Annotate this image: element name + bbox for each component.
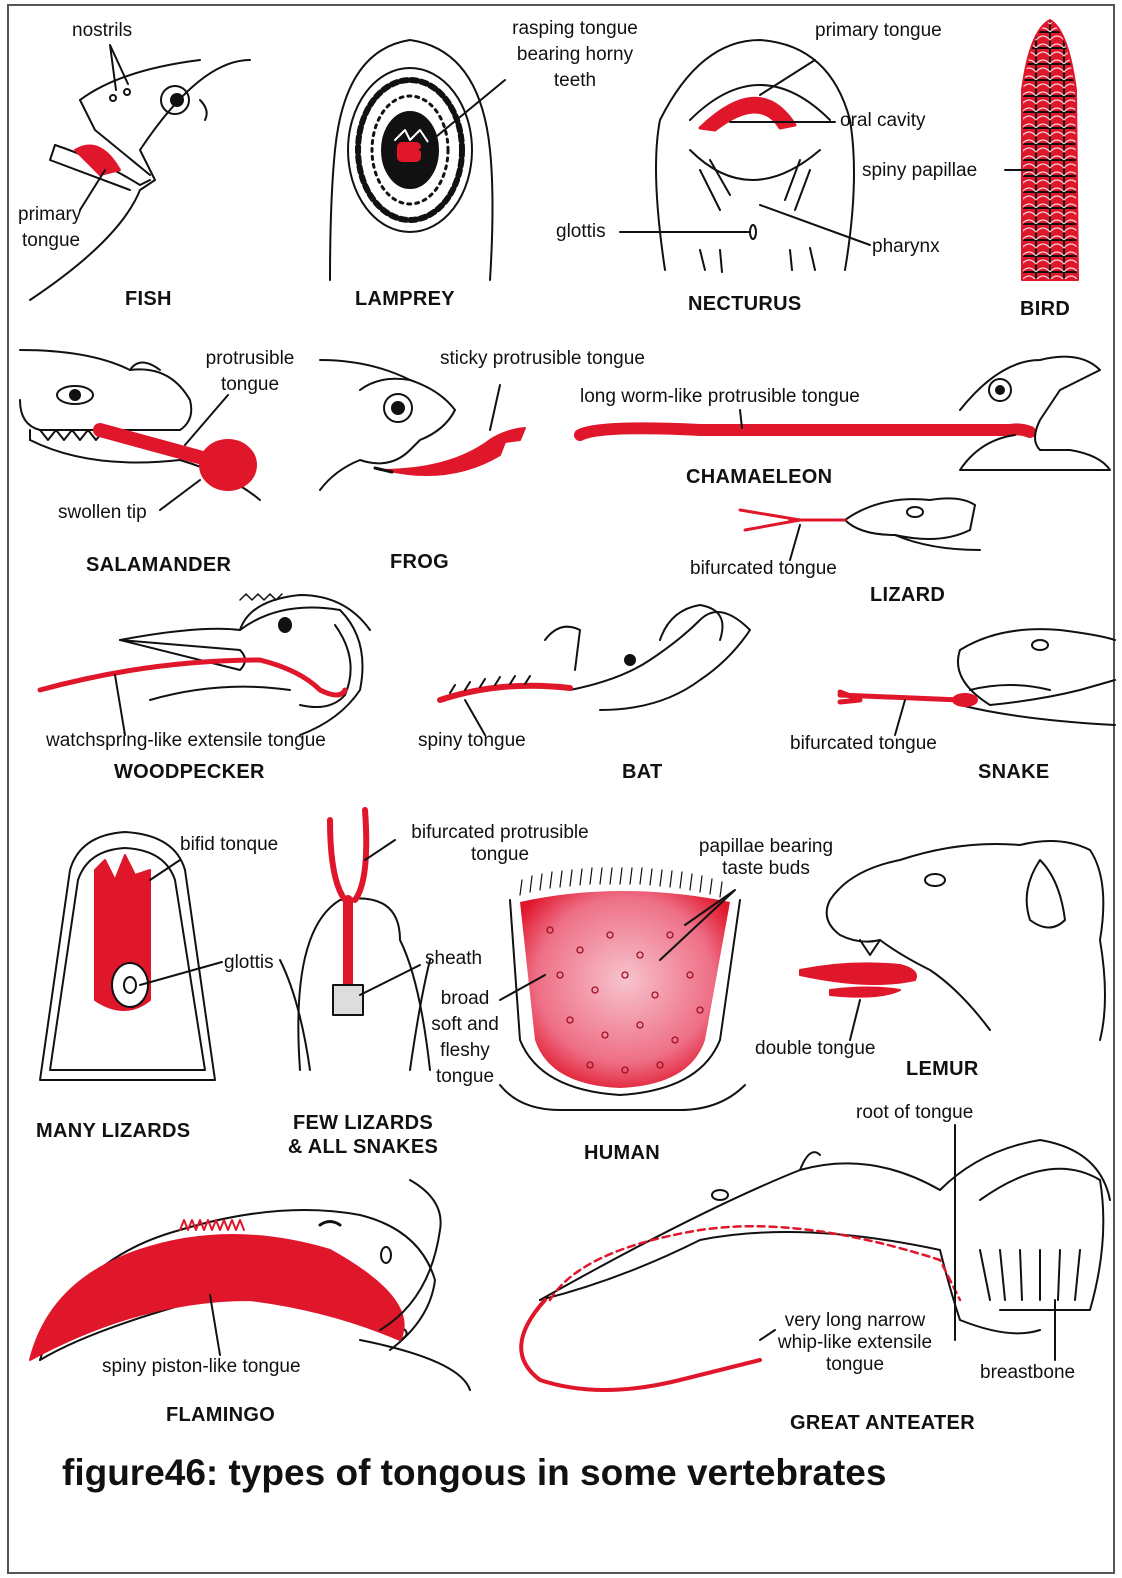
fish-nostrils-label: nostrils xyxy=(72,20,132,42)
bat-spiny-tongue-label: spiny tongue xyxy=(418,730,526,752)
woodpecker-watchspring-label: watchspring-like extensile tongue xyxy=(46,730,326,752)
necturus-drawing xyxy=(620,40,870,272)
flamingo-spiny-piston-label: spiny piston-like tongue xyxy=(102,1356,301,1378)
human-drawing xyxy=(500,868,745,1110)
many-lizards-drawing xyxy=(40,832,222,1080)
few-lizards-name-2: & ALL SNAKES xyxy=(268,1136,458,1159)
human-broad-label-4: tongue xyxy=(420,1066,510,1088)
many-lizards-glottis-label: glottis xyxy=(224,952,274,974)
fish-name: FISH xyxy=(125,288,172,311)
lizard-drawing xyxy=(740,498,980,560)
anteater-root-label: root of tongue xyxy=(856,1102,973,1124)
human-broad-label-2: soft and xyxy=(420,1014,510,1036)
lamprey-name: LAMPREY xyxy=(355,288,455,311)
lamprey-rasping-label-1: rasping tongue xyxy=(500,18,650,40)
bat-name: BAT xyxy=(622,761,663,784)
woodpecker-drawing xyxy=(40,594,370,735)
flamingo-name: FLAMINGO xyxy=(166,1404,275,1427)
human-papillae-label-1: papillae bearing xyxy=(676,836,856,858)
necturus-primary-tongue-label: primary tongue xyxy=(815,20,942,42)
chamaeleon-worm-tongue-label: long worm-like protrusible tongue xyxy=(580,386,860,408)
anteater-whip-label-1: very long narrow xyxy=(755,1310,955,1332)
frog-drawing xyxy=(320,360,525,490)
lizard-name: LIZARD xyxy=(870,584,945,607)
frog-sticky-tongue-label: sticky protrusible tongue xyxy=(440,348,645,370)
anteater-whip-label-2: whip-like extensile xyxy=(755,1332,955,1354)
fish-drawing xyxy=(30,45,250,300)
human-papillae-label-2: taste buds xyxy=(676,858,856,880)
snake-bifurcated-tongue-label: bifurcated tongue xyxy=(790,733,937,755)
anteater-name: GREAT ANTEATER xyxy=(790,1412,975,1435)
necturus-name: NECTURUS xyxy=(688,293,802,316)
snake-drawing xyxy=(840,629,1115,735)
few-lizards-bifurcated-label-1: bifurcated protrusible xyxy=(390,822,610,844)
few-lizards-name-1: FEW LIZARDS xyxy=(268,1112,458,1135)
salamander-protrusible-label-1: protrusible xyxy=(190,348,310,370)
figure-caption: figure46: types of tongous in some verte… xyxy=(62,1452,886,1494)
many-lizards-name: MANY LIZARDS xyxy=(36,1120,190,1143)
human-broad-label-1: broad xyxy=(420,988,510,1010)
few-lizards-bifurcated-label-2: tongue xyxy=(390,844,610,866)
chamaeleon-drawing xyxy=(580,357,1110,470)
necturus-pharynx-label: pharynx xyxy=(872,236,940,258)
bat-drawing xyxy=(440,605,750,735)
lamprey-rasping-label-2: bearing horny xyxy=(500,44,650,66)
necturus-oral-cavity-label: oral cavity xyxy=(840,110,926,132)
fish-primary-tongue-label-2: tongue xyxy=(22,230,80,252)
anteater-whip-label-3: tongue xyxy=(755,1354,955,1376)
few-lizards-sheath-label: sheath xyxy=(425,948,482,970)
lamprey-drawing xyxy=(330,40,505,280)
salamander-swollen-tip-label: swollen tip xyxy=(58,502,147,524)
lizard-bifurcated-tongue-label: bifurcated tongue xyxy=(690,558,837,580)
fish-primary-tongue-label-1: primary xyxy=(18,204,81,226)
frog-name: FROG xyxy=(390,551,449,574)
salamander-name: SALAMANDER xyxy=(86,554,231,577)
many-lizards-bifid-tongue-label: bifid tonque xyxy=(180,834,278,856)
lamprey-rasping-label-3: teeth xyxy=(500,70,650,92)
lemur-double-tongue-label: double tongue xyxy=(755,1038,875,1060)
necturus-glottis-label: glottis xyxy=(556,221,606,243)
chamaeleon-name: CHAMAELEON xyxy=(686,466,832,489)
woodpecker-name: WOODPECKER xyxy=(114,761,265,784)
lemur-name: LEMUR xyxy=(906,1058,979,1081)
anteater-breastbone-label: breastbone xyxy=(980,1362,1075,1384)
bird-spiny-papillae-label: spiny papillae xyxy=(862,160,977,182)
snake-name: SNAKE xyxy=(978,761,1050,784)
human-name: HUMAN xyxy=(584,1142,660,1165)
bird-name: BIRD xyxy=(1020,298,1070,321)
human-broad-label-3: fleshy xyxy=(420,1040,510,1062)
salamander-protrusible-label-2: tongue xyxy=(190,374,310,396)
bird-drawing xyxy=(1005,20,1078,280)
